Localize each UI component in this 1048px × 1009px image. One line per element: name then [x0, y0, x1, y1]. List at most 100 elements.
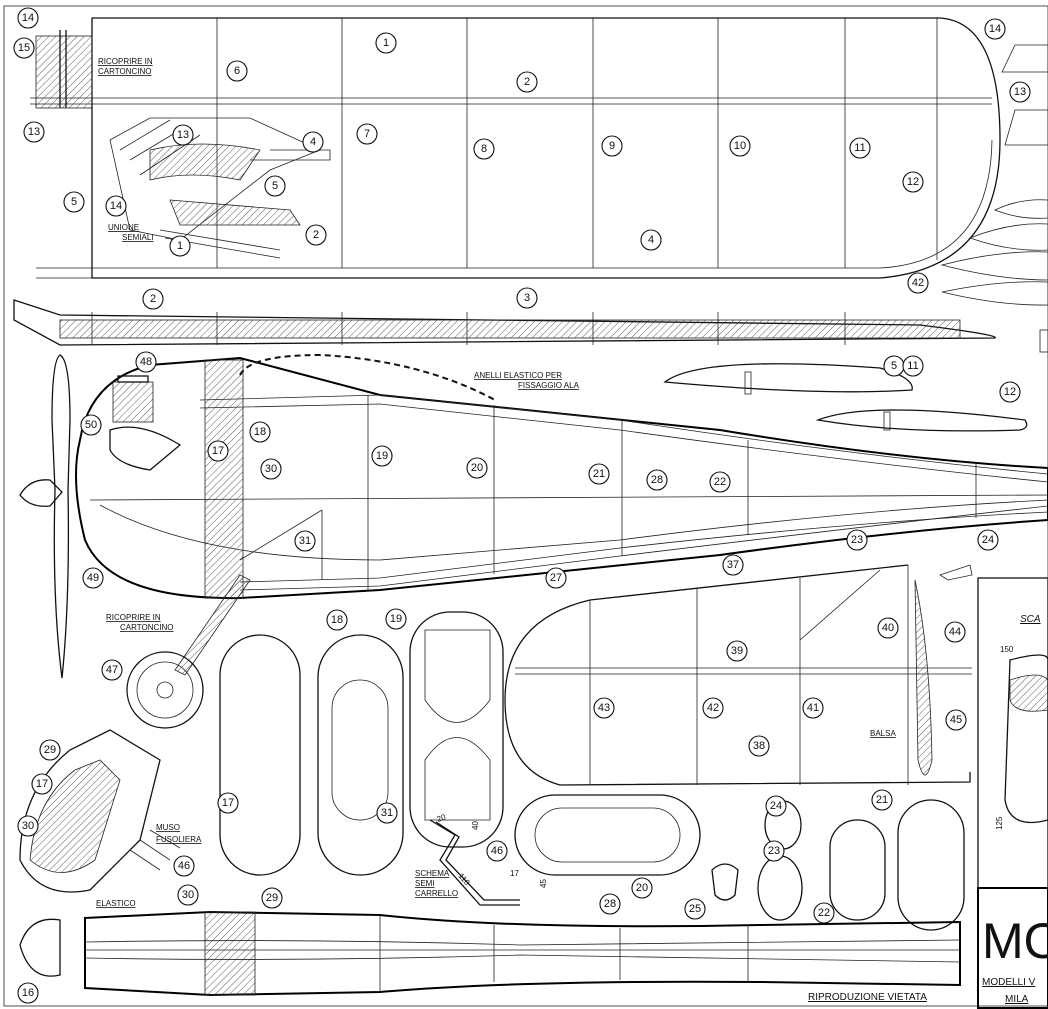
callout-number: 16: [22, 987, 34, 999]
dim-125: 125: [995, 816, 1004, 830]
callout-number: 46: [491, 845, 503, 857]
note-rubber-rings: ANELLI ELASTICO PER: [474, 371, 562, 380]
part-callout: 24: [765, 795, 787, 817]
part-callout: 42: [702, 697, 724, 719]
wing-root-hatch: [35, 35, 93, 109]
callout-number: 23: [851, 534, 863, 546]
part-callout: 13: [23, 121, 45, 143]
note-wing-joint: UNIONE: [108, 223, 139, 232]
callout-circle: [305, 224, 327, 246]
callout-number: 24: [982, 534, 994, 546]
callout-circle: [646, 469, 668, 491]
part-callout: 5: [883, 355, 905, 377]
callout-circle: [466, 457, 488, 479]
callout-number: 39: [731, 645, 743, 657]
note-balsa: BALSA: [870, 729, 896, 738]
part-callout: 28: [599, 893, 621, 915]
part-callout: 17: [217, 792, 239, 814]
callout-number: 9: [609, 140, 615, 152]
part-callout: 1: [375, 32, 397, 54]
callout-number: 12: [907, 176, 919, 188]
note-nose-2: FUSOLIERA: [156, 835, 202, 844]
callout-number: 41: [807, 702, 819, 714]
part-callout: 5: [264, 175, 286, 197]
gear-scheme: [429, 819, 520, 906]
callout-circle: [765, 795, 787, 817]
note-gear-scheme-2: SEMI: [415, 879, 435, 888]
dim-45: 45: [539, 879, 548, 888]
part-callout: 30: [17, 815, 39, 837]
note-cover-fuselage-2: CARTONCINO: [120, 623, 174, 632]
callout-circle: [260, 458, 282, 480]
callout-circle: [640, 229, 662, 251]
part-callout: 49: [82, 567, 104, 589]
callout-circle: [172, 124, 194, 146]
part-callout: 29: [261, 887, 283, 909]
callout-number: 21: [593, 468, 605, 480]
callout-circle: [902, 171, 924, 193]
callout-circle: [944, 621, 966, 643]
callout-number: 13: [177, 129, 189, 141]
callout-circle: [302, 131, 324, 153]
callout-circle: [261, 887, 283, 909]
callout-circle: [17, 982, 39, 1004]
callout-circle: [375, 32, 397, 54]
part-callout: 18: [249, 421, 271, 443]
notes: RICOPRIRE IN CARTONCINO UNIONE SEMIALI A…: [96, 57, 1048, 1005]
part-callout: 7: [356, 123, 378, 145]
callout-number: 29: [266, 892, 278, 904]
part-callout: 14: [17, 7, 39, 29]
callout-circle: [945, 709, 967, 731]
callout-number: 6: [234, 65, 240, 77]
part-callout: 9: [601, 135, 623, 157]
callout-circle: [23, 121, 45, 143]
city-label: MILA: [1005, 994, 1029, 1005]
landing-gear: [126, 574, 251, 729]
dim-40: 40: [471, 821, 480, 830]
callout-circle: [249, 421, 271, 443]
part-callout: 5: [63, 191, 85, 213]
wing-spar-section: [13, 299, 996, 346]
callout-number: 50: [85, 419, 97, 431]
part-callout: 22: [709, 471, 731, 493]
callout-number: 40: [882, 622, 894, 634]
callout-number: 47: [106, 664, 118, 676]
callout-number: 31: [381, 807, 393, 819]
callout-circle: [173, 855, 195, 877]
callout-number: 17: [212, 445, 224, 457]
airfoil-ribs: [663, 363, 1028, 432]
note-no-reproduction: RIPRODUZIONE VIETATA: [808, 992, 927, 1003]
dim-150: 150: [1000, 645, 1014, 654]
part-callout: 21: [871, 789, 893, 811]
callout-circle: [702, 697, 724, 719]
callout-circle: [226, 60, 248, 82]
note-rubber-rings-2: FISSAGGIO ALA: [518, 381, 580, 390]
fuselage-side-view: [19, 353, 1048, 729]
note-cover-wing: RICOPRIRE IN: [98, 57, 153, 66]
part-callout: 15: [13, 37, 35, 59]
callout-number: 24: [770, 800, 782, 812]
callout-circle: [31, 773, 53, 795]
note-gear-scheme: SCHEMA: [415, 869, 450, 878]
note-gear-scheme-3: CARRELLO: [415, 889, 458, 898]
callout-circle: [999, 381, 1021, 403]
wing-joint-sketch: [109, 117, 331, 259]
callout-number: 30: [22, 820, 34, 832]
callout-number: 27: [550, 572, 562, 584]
part-callout: 14: [984, 18, 1006, 40]
callout-circle: [294, 530, 316, 552]
callout-circle: [684, 898, 706, 920]
callout-circle: [207, 440, 229, 462]
callout-number: 8: [481, 143, 487, 155]
callout-circle: [729, 135, 751, 157]
callout-circle: [13, 37, 35, 59]
part-callout: 29: [39, 739, 61, 761]
callout-number: 37: [727, 559, 739, 571]
note-nose: MUSO: [156, 823, 180, 832]
callout-circle: [516, 71, 538, 93]
callout-circle: [39, 739, 61, 761]
callout-circle: [871, 789, 893, 811]
part-callout: 8: [473, 138, 495, 160]
part-callout: 3: [516, 287, 538, 309]
part-callout: 44: [944, 621, 966, 643]
